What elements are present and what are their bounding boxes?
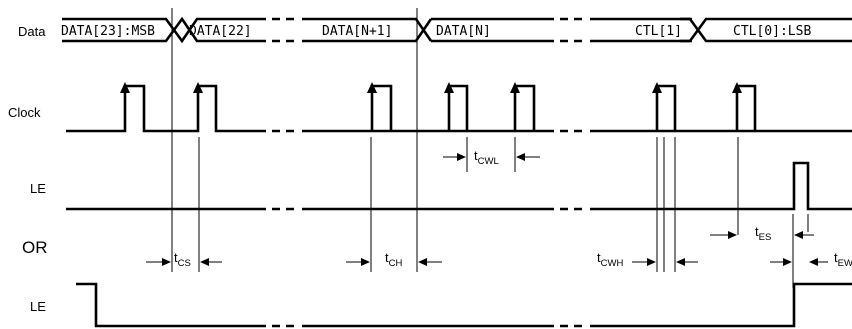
clock-pulse-7 — [735, 84, 757, 131]
row-label-clock: Clock — [8, 105, 41, 120]
row-label-data: Data — [18, 24, 46, 39]
timing-annotations: tCS tCH tCWL tCWH tES tEW — [146, 148, 852, 269]
clock-edge-arrow — [510, 82, 520, 93]
label-tew: tEW — [834, 250, 852, 269]
clock-pulse-3 — [370, 84, 393, 131]
bus-cross-ctl-b — [688, 17, 722, 42]
label-tcs: tCS — [174, 250, 191, 269]
data-bus: DATA[23]:MSB DATA[22] DATA[N+1] DATA[N] … — [61, 14, 852, 46]
bus-label-data22: DATA[22] — [189, 24, 252, 39]
clock-pulse-5 — [513, 84, 536, 131]
reference-lines — [171, 8, 809, 288]
le-alt-waveform — [76, 282, 852, 328]
clock-edge-arrow — [120, 82, 130, 93]
clock-edge-arrow — [367, 82, 377, 93]
row-label-or: OR — [22, 238, 48, 257]
clock-waveform — [66, 84, 852, 133]
bus-label-ctl1: CTL[1] — [635, 24, 682, 39]
bus-cross-ctl-a — [688, 18, 722, 43]
le-waveform — [66, 161, 852, 211]
clock-edge-arrow — [732, 82, 742, 93]
clock-edge-arrow — [652, 82, 662, 93]
clock-signal — [66, 82, 852, 136]
row-label-le: LE — [30, 181, 46, 196]
bus-label-msb: DATA[23]:MSB — [61, 24, 155, 39]
row-label-le-alt: LE — [30, 299, 46, 314]
bus-label-datan: DATA[N] — [436, 24, 491, 39]
label-tcwh: tCWH — [597, 250, 623, 269]
clock-edge-arrow — [193, 82, 203, 93]
bus-bottom-1 — [62, 16, 433, 43]
clock-edge-arrow — [444, 82, 454, 93]
le-alt-signal — [76, 282, 852, 329]
clock-pulse-4 — [447, 84, 469, 131]
label-tch: tCH — [385, 250, 402, 269]
bus-label-datan1: DATA[N+1] — [322, 24, 392, 39]
label-tcwl: tCWL — [474, 148, 499, 167]
le-signal — [66, 161, 852, 214]
bus-label-lsb: CTL[0]:LSB — [733, 24, 811, 39]
clock-pulse-6 — [655, 84, 677, 131]
label-tes: tES — [755, 224, 771, 243]
